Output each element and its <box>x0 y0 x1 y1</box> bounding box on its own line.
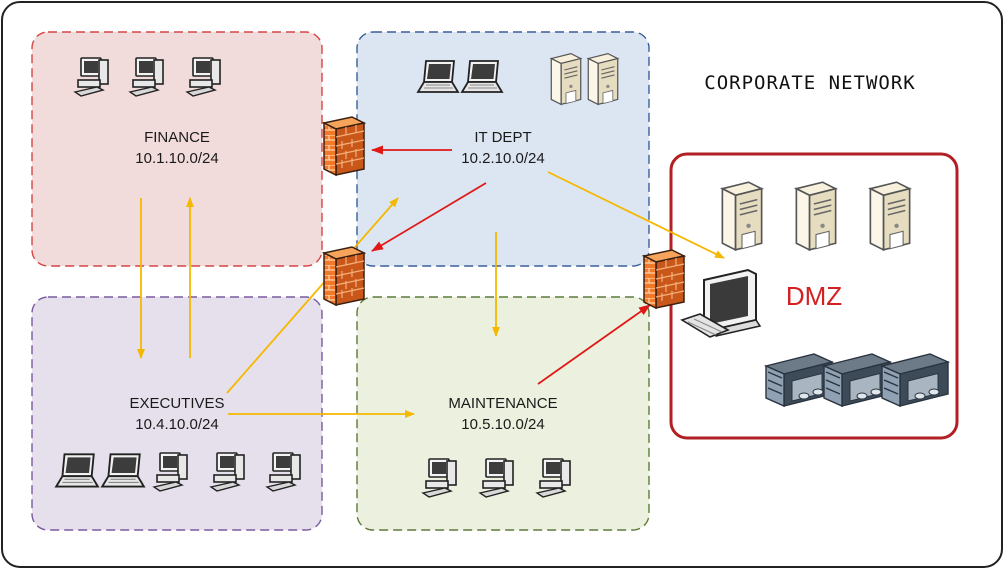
finance-subnet: 10.1.10.0/24 <box>135 150 218 167</box>
server-icon <box>869 181 911 251</box>
firewall-icon <box>323 246 365 306</box>
zone-finance <box>31 31 323 267</box>
maintenance-name: MAINTENANCE <box>448 395 557 412</box>
dmz-label: DMZ <box>786 281 842 311</box>
firewall-icon <box>643 249 685 309</box>
network-title: CORPORATE NETWORK <box>704 72 915 94</box>
arrow-it-to-dmz <box>547 171 725 259</box>
it-dept-subnet: 10.2.10.0/24 <box>461 150 544 167</box>
firewall-icon <box>323 116 365 176</box>
arrow-executives-to-it <box>226 197 399 394</box>
executives-name: EXECUTIVES <box>129 395 224 412</box>
maintenance-subnet: 10.5.10.0/24 <box>461 416 544 433</box>
server-icon <box>587 53 619 105</box>
server-icon <box>550 53 582 105</box>
server-icon <box>721 181 763 251</box>
server-icon <box>795 181 837 251</box>
arrow-maintenance-to-dmz-blocked <box>537 304 651 385</box>
monitor-icon <box>703 268 762 337</box>
executives-subnet: 10.4.10.0/24 <box>135 416 218 433</box>
finance-name: FINANCE <box>144 129 210 146</box>
keyboard-icon <box>680 313 730 338</box>
arrow-it-to-executives-blocked <box>371 182 487 252</box>
it-dept-name: IT DEPT <box>474 129 531 146</box>
